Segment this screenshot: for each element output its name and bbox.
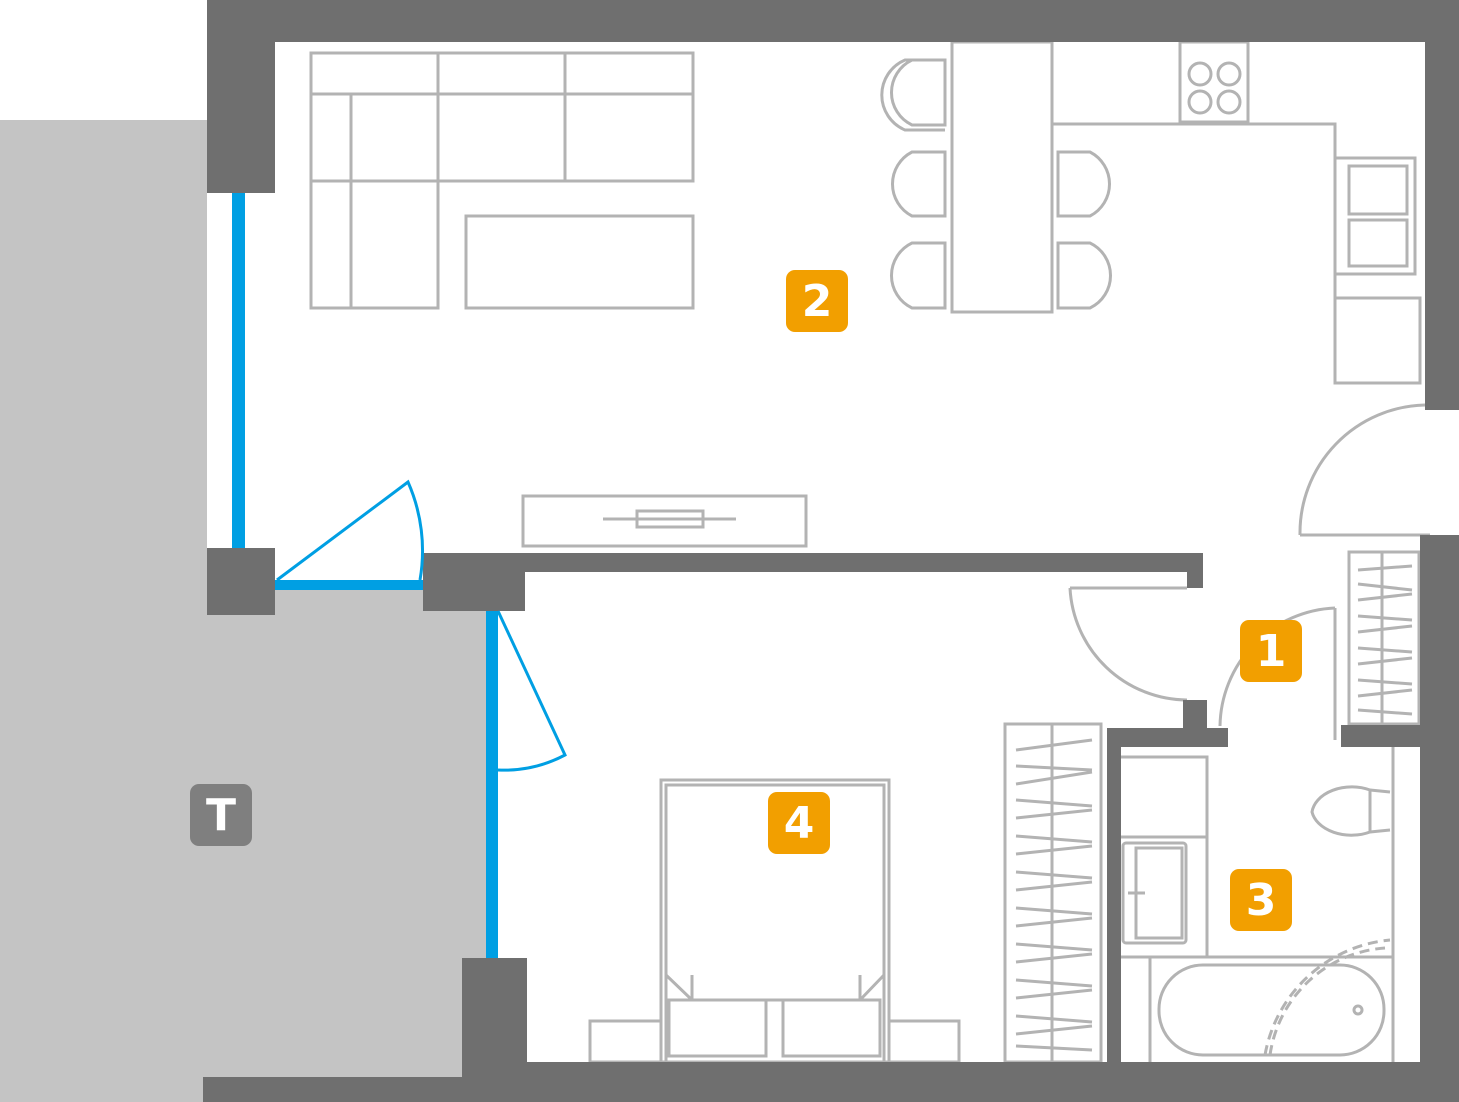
room-badge-3: 3 [1230, 869, 1292, 931]
entrance-door [1298, 403, 1430, 537]
kitchen-counter [1052, 40, 1422, 385]
room-badge-4: 4 [768, 792, 830, 854]
living-window [232, 193, 245, 548]
balcony-door [275, 580, 423, 590]
coffee-table [464, 214, 695, 310]
bedroom-window [486, 611, 498, 958]
bathroom-fixtures [1121, 733, 1395, 1062]
tv-stand [521, 494, 808, 548]
hall-wardrobe [1347, 550, 1421, 726]
room-badge-1: 1 [1240, 620, 1302, 682]
terrace-area [0, 120, 490, 1102]
terrace-badge: T [190, 784, 252, 846]
room-badge-2: 2 [786, 270, 848, 332]
bedroom-window-swing [496, 610, 567, 772]
dining-table [880, 40, 1112, 314]
windows [232, 193, 498, 958]
balcony-door-swing [276, 479, 425, 582]
walls [203, 0, 1459, 1102]
bedroom-door [1068, 586, 1188, 702]
sofa [309, 51, 695, 310]
bedroom-wardrobe [1003, 722, 1103, 1064]
